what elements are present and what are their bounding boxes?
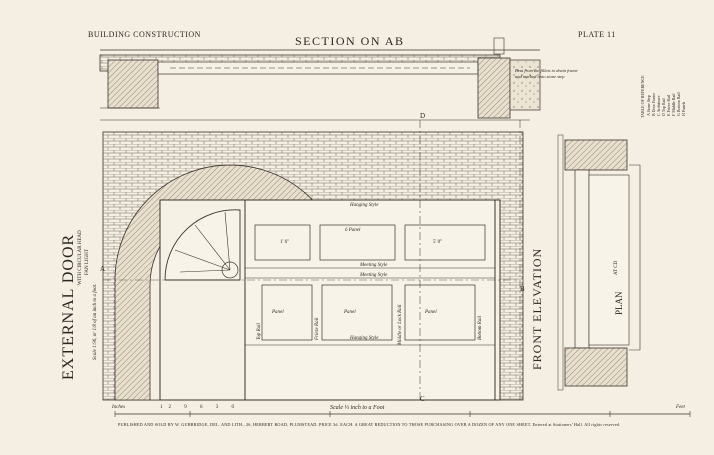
label-meeting-1: Meeting Style [360,263,388,268]
label-bottom-rail: Bottom Rail [478,315,483,340]
dim-c: 5' 0" [433,240,443,245]
plan-sub: AT CD [614,260,619,275]
mark-a: A [100,265,106,273]
scale-ticks-left: 12 9 6 3 0 [160,405,240,410]
scale-middle: Scale ⅓ inch to a Foot [330,405,385,411]
plan-title: PLAN [614,291,624,315]
section-title: SECTION ON AB [295,34,405,48]
label-panel-1: Panel [272,310,284,315]
tick: 0 [231,405,240,410]
side-title-paren-2: FAN LIGHT [85,249,90,275]
reference-table-title: TABLE OF REFERENCE [640,75,645,118]
tick: 12 [160,405,177,410]
plan-cd [557,134,641,391]
label-meeting-2: Meeting Style [360,273,388,278]
label-hanging-top: Hanging Style [350,203,379,208]
ref-item: H Panels [681,101,686,116]
tick: 6 [200,405,209,410]
section-ab [99,37,541,121]
scale-inches: Inches [112,405,126,410]
reference-list: A Stone Step B Door Frame C Architrave D… [646,42,686,122]
plate-number: PLATE 11 [578,30,616,39]
label-middle-rail: Middle or Lock Rail [398,304,403,345]
mark-b: B [520,285,525,293]
tick: 9 [184,405,193,410]
label-panel-3: Panel [425,310,437,315]
dim-b: 6 Panel [345,228,361,233]
scale-note: Scale 1:96, or 1/8 of an inch to a foot. [93,283,98,360]
section-note: Beat from the fillets to drain frame and… [515,68,578,79]
footer-publisher: PUBLISHED AND SOLD BY W. GUBBRIDGE, DEL.… [118,422,621,427]
label-frieze-rail: Frieze Rail [315,317,320,340]
side-title-main: EXTERNAL DOOR [60,233,77,380]
side-title-paren-1: WITH CIRCULAR HEAD [78,230,83,285]
label-hanging-bottom: Hanging Style [350,336,379,341]
reference-table: TABLE OF REFERENCE [640,75,645,118]
scale-feet: Feet [676,405,685,410]
label-panel-2: Panel [344,310,356,315]
label-top-rail: Top Rail [257,323,262,340]
dim-a: 1' 6" [280,240,290,245]
front-elevation [102,120,524,401]
header-left: BUILDING CONSTRUCTION [88,30,201,39]
scale-bar [114,411,691,417]
mark-d: D [420,112,426,120]
front-elevation-title: FRONT ELEVATION [530,247,544,370]
mark-c: C [420,395,425,403]
tick: 3 [215,405,225,410]
